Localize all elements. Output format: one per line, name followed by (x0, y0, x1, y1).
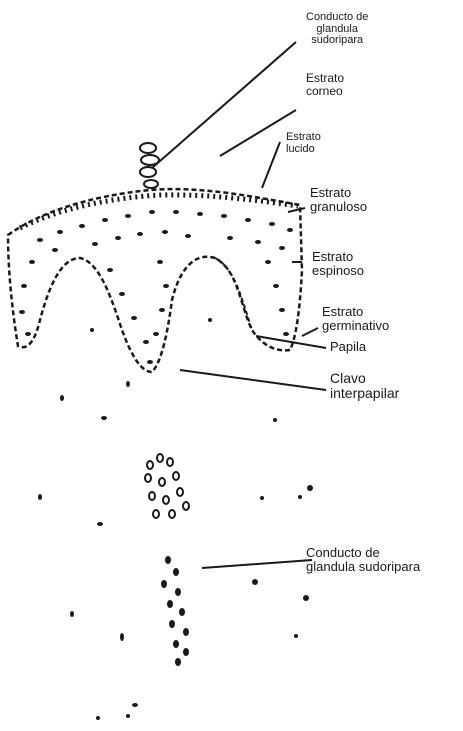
sweat-duct-lower (161, 556, 189, 666)
leader-conducto-top (152, 42, 296, 168)
leader-conducto-bottom (202, 560, 312, 568)
label-clavo-interpapilar: Clavo interpapilar (330, 371, 399, 400)
leader-estrato-lucido (262, 142, 280, 188)
dermis-cells (38, 381, 313, 720)
label-estrato-corneo: Estrato corneo (306, 72, 344, 97)
sweat-gland-cluster (145, 454, 189, 518)
epidermis-cells (19, 210, 293, 364)
label-estrato-granuloso: Estrato granuloso (310, 186, 367, 213)
leader-clavo-interpapilar (180, 370, 326, 390)
label-conducto-bottom: Conducto de glandula sudoripara (306, 546, 420, 573)
label-conducto-top: Conducto de glandula sudoripara (306, 12, 368, 47)
label-estrato-espinoso: Estrato espinoso (312, 250, 364, 277)
epidermis-illustration (8, 143, 313, 720)
leader-estrato-corneo (220, 110, 296, 156)
label-papila: Papila (330, 340, 366, 354)
stratum-granulosum-band (20, 195, 298, 228)
label-estrato-germinativo: Estrato germinativo (322, 305, 389, 332)
leader-estrato-granuloso (288, 208, 305, 212)
leader-estrato-germinativo (302, 328, 318, 336)
label-estrato-lucido: Estrato lucido (286, 132, 321, 155)
epidermis-outline (8, 189, 302, 372)
